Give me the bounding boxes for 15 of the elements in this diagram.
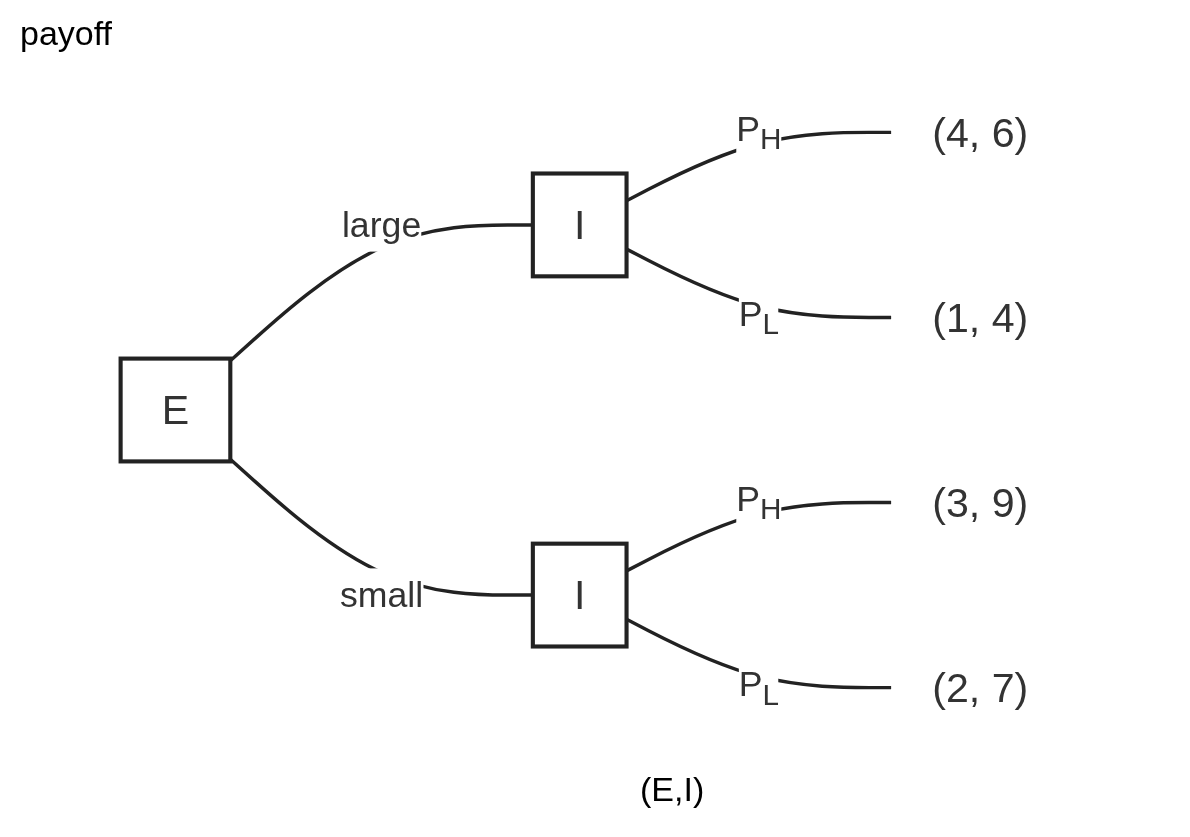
note-text: (E,I) (640, 770, 705, 809)
node-text: (1, 4) (932, 294, 1029, 341)
edge-label: small (339, 573, 424, 615)
edge-label: P$_{L}$ (738, 663, 779, 712)
node-box: E (118, 356, 233, 464)
node-box: I (530, 171, 629, 279)
node-text: (3, 9) (932, 479, 1029, 526)
node-box: I (530, 541, 629, 649)
heading-text: payoff (20, 14, 112, 53)
edge-label: P$_{H}$ (736, 107, 782, 157)
edge-label: large (341, 203, 422, 245)
edge-label: P$_{L}$ (738, 293, 779, 342)
edge-label: P$_{H}$ (736, 478, 782, 527)
node-text: (2, 7) (932, 665, 1029, 711)
node-text: (4, 6) (932, 109, 1029, 155)
